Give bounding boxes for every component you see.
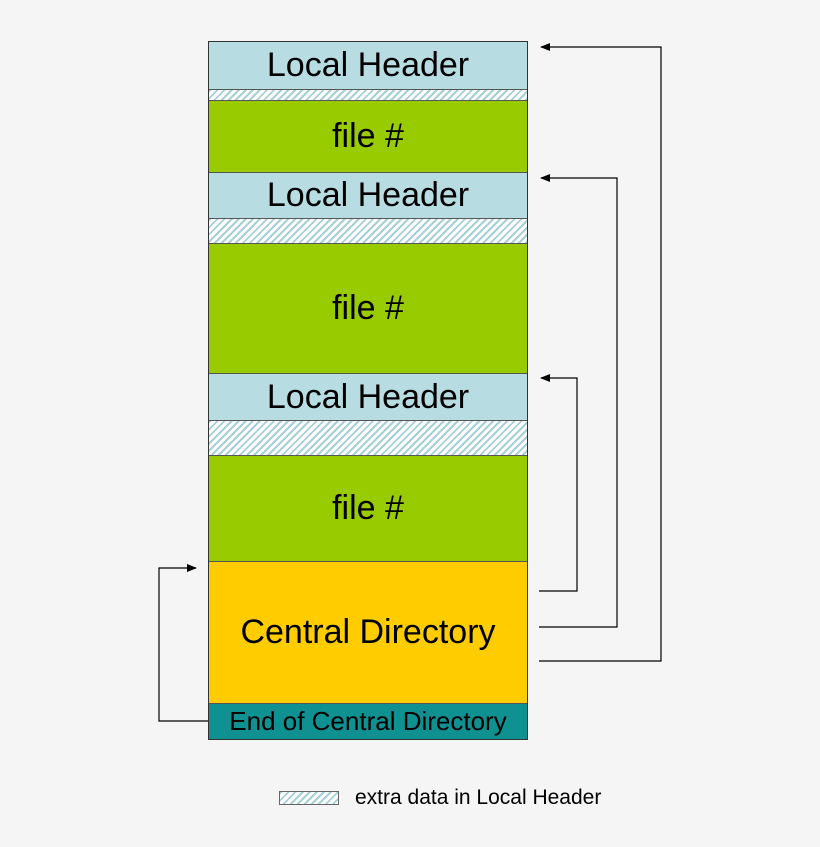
pointer-arrow-outer <box>539 43 662 662</box>
file-label: file # <box>332 289 404 327</box>
local-header-block: Local Header <box>209 173 527 219</box>
pointer-arrow-inner <box>539 374 578 592</box>
local-header-label: Local Header <box>266 377 470 416</box>
local-header-label: Local Header <box>266 46 470 84</box>
end-of-central-directory-label: End of Central Directory <box>229 706 507 736</box>
file-block: file # <box>209 101 527 173</box>
file-label: file # <box>332 117 404 155</box>
file-label: file # <box>332 489 404 527</box>
end-of-central-directory-block: End of Central Directory <box>209 704 527 739</box>
pointer-arrow-middle <box>539 174 618 628</box>
legend-label: extra data in Local Header <box>355 786 602 809</box>
legend: extra data in Local Header <box>279 786 601 810</box>
file-block: file # <box>209 456 527 562</box>
extra-data-block <box>209 219 527 244</box>
pointer-arrow-eocd <box>158 564 208 722</box>
extra-data-block <box>209 90 527 101</box>
local-header-block: Local Header <box>209 42 527 90</box>
local-header-block: Local Header <box>209 374 527 421</box>
zip-structure-stack: Local Header file # Local Header file # … <box>208 41 528 740</box>
extra-data-swatch <box>279 791 339 805</box>
extra-data-block <box>209 421 527 456</box>
central-directory-label: Central Directory <box>240 613 496 651</box>
local-header-label: Local Header <box>266 176 470 214</box>
central-directory-block: Central Directory <box>209 562 527 704</box>
file-block: file # <box>209 244 527 374</box>
